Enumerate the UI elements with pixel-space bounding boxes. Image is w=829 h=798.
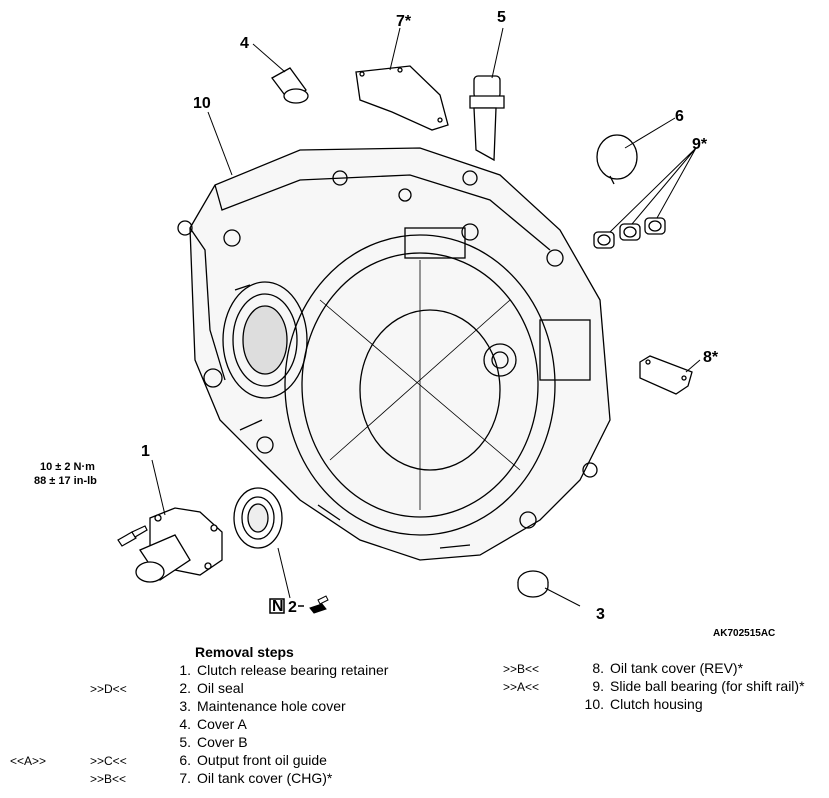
oil-tank-cover-rev-drawing [639, 355, 693, 395]
step-number: 2. [179, 680, 191, 696]
step-label: Slide ball bearing (for shift rail)* [610, 678, 805, 694]
callout-8: 8* [703, 349, 719, 366]
step-label: Maintenance hole cover [197, 698, 346, 714]
step-number: 9. [592, 678, 604, 694]
removal-steps-title: Removal steps [195, 644, 294, 660]
callout-6: 6 [675, 108, 684, 125]
step-number: 6. [179, 752, 191, 768]
step-prefix-b: >>C<< [90, 754, 127, 768]
step-row: 9. Slide ball bearing (for shift rail)* [578, 677, 805, 695]
step-prefix-b: >>B<< [90, 772, 127, 786]
step-number: 4. [179, 716, 191, 732]
new-part-mark: N [272, 598, 284, 615]
step-label: Oil tank cover (REV)* [610, 660, 744, 676]
torque-inlb: 88 ± 17 in-lb [34, 475, 97, 487]
torque-nm: 10 ± 2 N·m [40, 461, 95, 473]
callout-1: 1 [141, 443, 150, 460]
step-label: Cover B [197, 734, 248, 750]
leader-lines [151, 27, 701, 607]
step-row: 1. Clutch release bearing retainer [165, 661, 388, 679]
step-row: 10. Clutch housing [578, 695, 703, 713]
callout-2: 2 [288, 599, 297, 616]
step-prefix: >>A<< [503, 680, 540, 694]
figure-code: AK702515AC [713, 628, 775, 639]
callout-9: 9* [692, 136, 708, 153]
step-prefix-a: <<A>> [10, 754, 47, 768]
callout-3: 3 [596, 606, 605, 623]
step-row: 6. Output front oil guide [165, 751, 327, 769]
cover-a-drawing [271, 67, 309, 104]
bolt-drawing [117, 525, 148, 547]
step-number: 8. [592, 660, 604, 676]
step-number: 5. [179, 734, 191, 750]
step-number: 3. [179, 698, 191, 714]
removal-steps: Removal steps 1. Clutch release bearing r… [0, 640, 829, 798]
callout-7: 7* [396, 13, 412, 30]
step-row: 4. Cover A [165, 715, 247, 733]
callout-4: 4 [240, 35, 249, 52]
step-row: 3. Maintenance hole cover [165, 697, 346, 715]
exploded-view-diagram: 1 4 7* 5 6 9* 8* 3 10 N 2 10 ± 2 N·m 88 … [34, 9, 775, 639]
step-row: 5. Cover B [165, 733, 248, 751]
new-part-box [269, 598, 285, 614]
step-label: Cover A [197, 716, 247, 732]
step-prefix-b: >>D<< [90, 682, 127, 696]
grease-icon [309, 595, 329, 614]
oil-seal-drawing [233, 487, 283, 549]
callout-10: 10 [193, 95, 211, 112]
step-number: 10. [584, 696, 604, 712]
step-label: Oil tank cover (CHG)* [197, 770, 333, 786]
step-label: Clutch release bearing retainer [197, 662, 389, 678]
step-label: Oil seal [197, 680, 244, 696]
step-number: 7. [179, 770, 191, 786]
maintenance-hole-cover-drawing [517, 570, 549, 598]
step-number: 1. [179, 662, 191, 678]
step-row: 7. Oil tank cover (CHG)* [165, 769, 332, 787]
callout-5: 5 [497, 9, 506, 26]
step-row: 2. Oil seal [165, 679, 244, 697]
clutch-housing-drawing [177, 147, 611, 561]
step-label: Clutch housing [610, 696, 703, 712]
step-row: 8. Oil tank cover (REV)* [578, 659, 743, 677]
step-label: Output front oil guide [197, 752, 327, 768]
step-prefix: >>B<< [503, 662, 540, 676]
slide-ball-bearings-drawing [593, 217, 666, 249]
bearing-retainer-drawing [135, 507, 223, 583]
oil-guide-drawing [596, 134, 638, 185]
cover-b-drawing [469, 75, 505, 162]
oil-tank-cover-chg-drawing [355, 65, 449, 131]
